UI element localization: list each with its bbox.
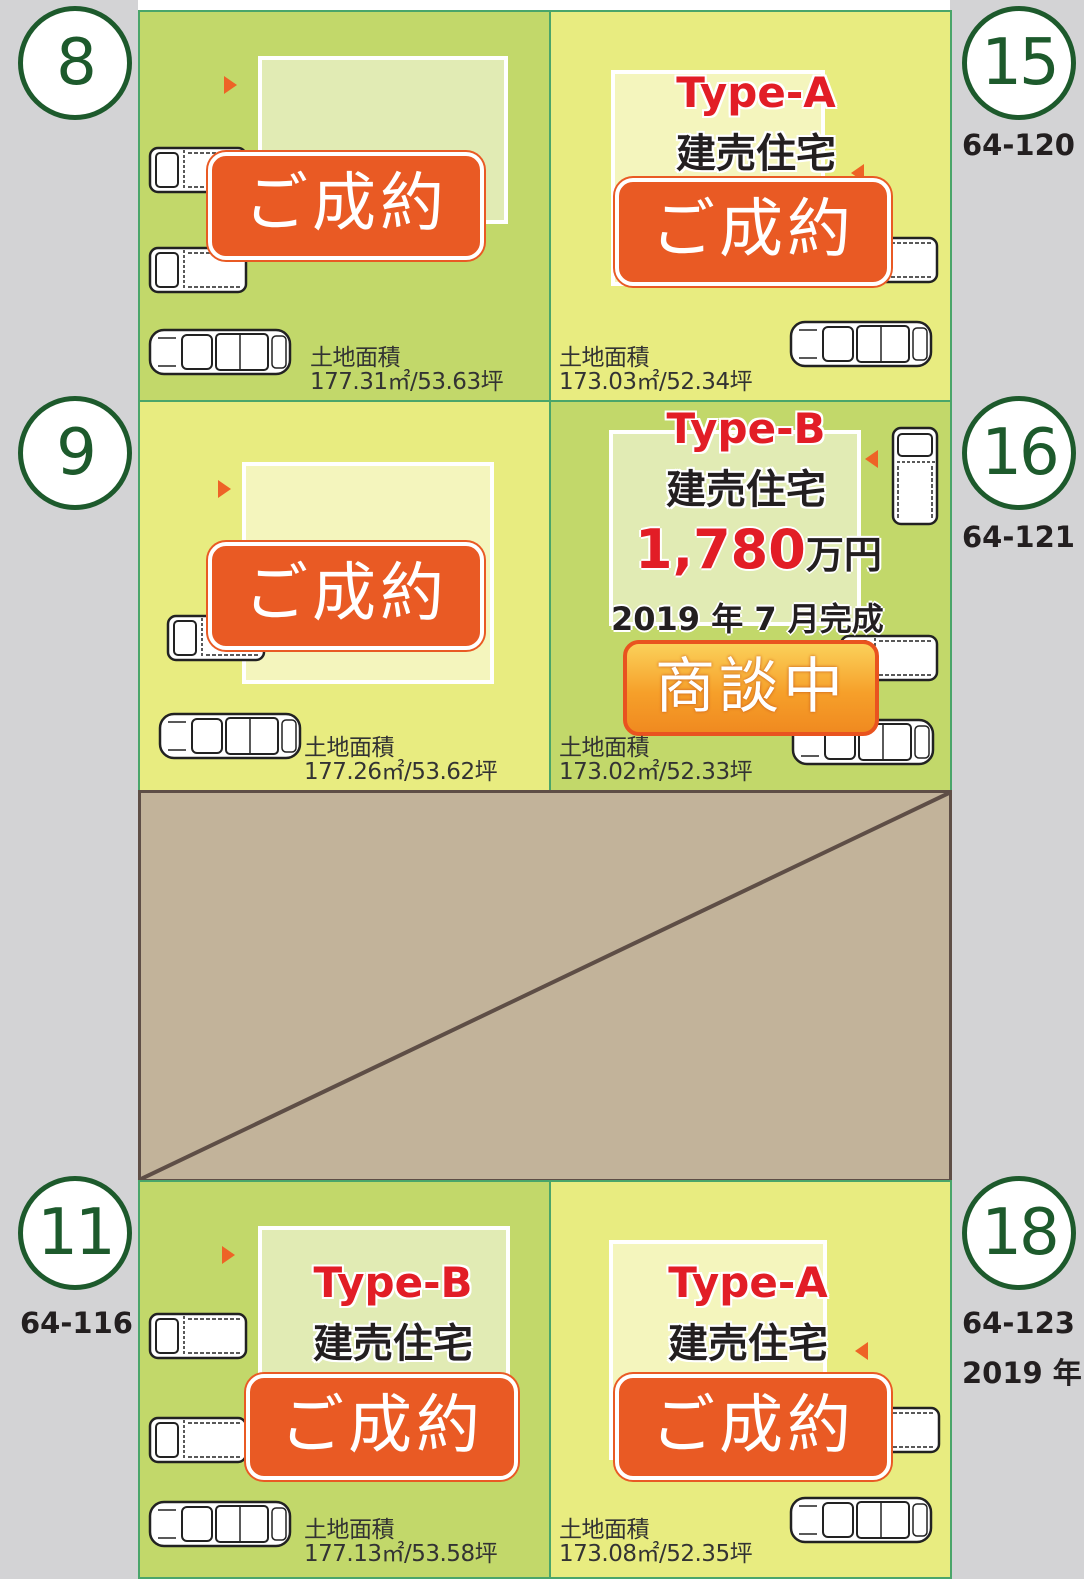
land-area: 土地面積 177.26㎡/53.62坪	[304, 735, 498, 785]
lot-number-15[interactable]: 15	[962, 6, 1076, 120]
land-area-value: 177.13㎡/53.58坪	[304, 1541, 498, 1567]
sold-badge: ご成約	[615, 178, 891, 286]
land-area: 土地面積 173.08㎡/52.35坪	[559, 1517, 753, 1567]
house-kind: 建売住宅	[666, 467, 826, 513]
car-icon	[148, 1416, 248, 1464]
land-area-label: 土地面積	[559, 1517, 650, 1543]
top-road	[138, 0, 950, 10]
car-icon	[158, 712, 302, 760]
sold-badge: ご成約	[208, 542, 484, 650]
entrance-arrow-icon	[218, 480, 231, 498]
lot-15[interactable]: Type-A 建売住宅 ご成約 土地面積 173.03㎡/52.34坪	[549, 10, 952, 402]
land-area-value: 177.31㎡/53.63坪	[310, 369, 504, 395]
house-type: Type-B	[313, 1258, 473, 1307]
sold-badge: ご成約	[246, 1374, 518, 1480]
plot-code-11: 64-116	[20, 1306, 133, 1340]
car-icon	[789, 320, 933, 368]
plot-completion-18: 2019 年	[962, 1356, 1082, 1390]
lot-number-11[interactable]: 11	[18, 1176, 132, 1290]
lot-number-18[interactable]: 18	[962, 1176, 1076, 1290]
land-area-label: 土地面積	[559, 345, 650, 371]
lot-number-16[interactable]: 16	[962, 396, 1076, 510]
entrance-arrow-icon	[865, 450, 878, 468]
sold-badge: ご成約	[615, 1374, 891, 1480]
lot-9[interactable]: ご成約 土地面積 177.26㎡/53.62坪	[138, 400, 551, 792]
house-type: Type-B	[666, 404, 826, 453]
land-area: 土地面積 177.13㎡/53.58坪	[304, 1517, 498, 1567]
lot-16[interactable]: Type-B 建売住宅 1,780万円 2019 年 7 月完成 商談中 土地面…	[549, 400, 952, 792]
car-icon	[789, 1496, 933, 1544]
plot-code-18: 64-123	[962, 1306, 1075, 1340]
plot-code-16: 64-121	[962, 520, 1075, 554]
land-area-value: 173.03㎡/52.34坪	[559, 369, 753, 395]
price: 1,780万円	[635, 518, 882, 581]
completion-date: 2019 年 7 月完成	[611, 600, 884, 638]
car-icon	[148, 1500, 292, 1548]
car-icon	[148, 1312, 248, 1360]
land-area-value: 173.02㎡/52.33坪	[559, 759, 753, 785]
sold-badge: ご成約	[208, 152, 484, 260]
lot-11[interactable]: Type-B 建売住宅 ご成約 土地面積 177.13㎡/53.58坪	[138, 1180, 551, 1579]
car-icon	[148, 328, 292, 376]
price-unit: 万円	[805, 533, 882, 577]
lot-number-8[interactable]: 8	[18, 6, 132, 120]
lot-number-9[interactable]: 9	[18, 396, 132, 510]
entrance-arrow-icon	[851, 164, 864, 182]
land-area: 土地面積 173.03㎡/52.34坪	[559, 345, 753, 395]
house-kind: 建売住宅	[676, 131, 836, 177]
plot-code-15: 64-120	[962, 128, 1075, 162]
land-area-value: 177.26㎡/53.62坪	[304, 759, 498, 785]
entrance-arrow-icon	[855, 1342, 868, 1360]
price-value: 1,780	[635, 518, 806, 581]
negotiating-badge: 商談中	[623, 640, 879, 736]
reserved-area	[138, 790, 952, 1182]
land-area-label: 土地面積	[304, 1517, 395, 1543]
land-area: 土地面積 173.02㎡/52.33坪	[559, 735, 753, 785]
land-area-value: 173.08㎡/52.35坪	[559, 1541, 753, 1567]
land-area-label: 土地面積	[559, 735, 650, 761]
lot-8[interactable]: ご成約 土地面積 177.31㎡/53.63坪	[138, 10, 551, 402]
land-area: 土地面積 177.31㎡/53.63坪	[310, 345, 504, 395]
house-footprint	[609, 430, 861, 626]
house-kind: 建売住宅	[313, 1321, 473, 1367]
lot-18[interactable]: Type-A 建売住宅 ご成約 土地面積 173.08㎡/52.35坪	[549, 1180, 952, 1579]
house-type: Type-A	[668, 1258, 828, 1307]
land-area-label: 土地面積	[310, 345, 401, 371]
entrance-arrow-icon	[222, 1246, 235, 1264]
house-kind: 建売住宅	[668, 1321, 828, 1367]
land-area-label: 土地面積	[304, 735, 395, 761]
reserved-diagonal	[141, 793, 949, 1179]
house-type: Type-A	[676, 68, 836, 117]
entrance-arrow-icon	[224, 76, 237, 94]
car-icon	[891, 426, 939, 526]
